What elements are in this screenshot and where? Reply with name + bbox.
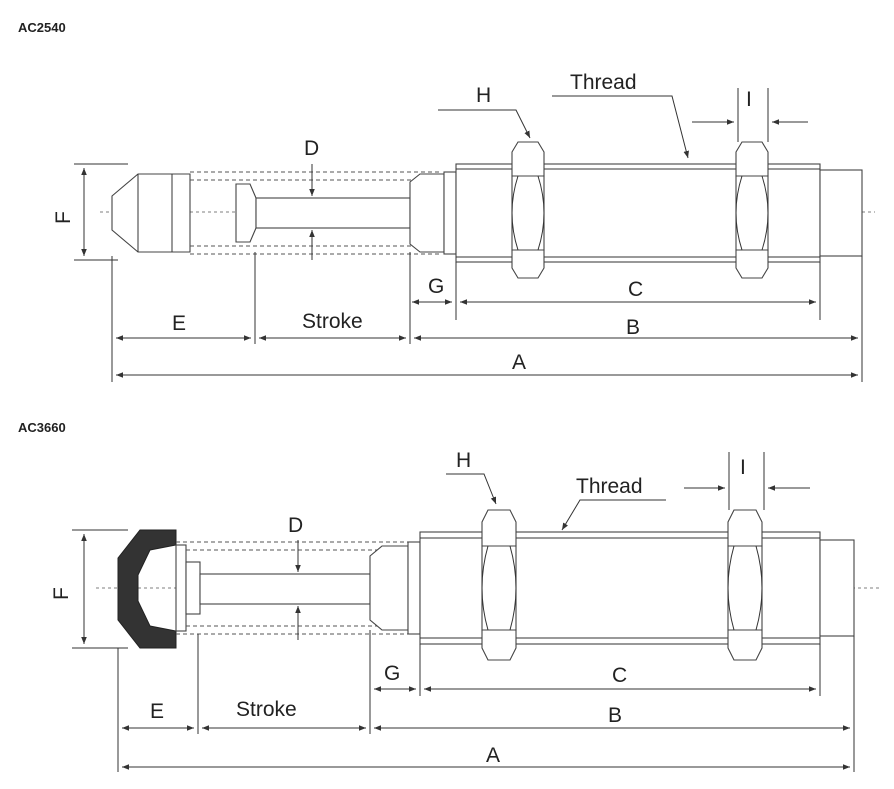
diagram-ac2540: H Thread I D F G C E Stroke B A [52,71,875,382]
model-title-ac3660: AC3660 [18,420,66,435]
front-bushing [409,173,445,253]
lock-nut-2 [735,141,769,279]
rear-end [819,539,855,637]
model-title-ac2540: AC2540 [18,20,66,35]
label-d: D [304,137,319,160]
label-f: F [50,587,73,600]
piston-rod [199,573,371,605]
lock-nut-1 [481,509,517,661]
cap-tip [111,173,191,253]
label-e: E [172,312,186,335]
rod-collar [235,183,257,243]
label-i: I [746,88,752,111]
label-b: B [608,704,622,727]
label-thread: Thread [570,71,637,94]
leader-thread [561,499,666,531]
lock-nut-1 [511,141,545,279]
piston-rod [255,197,411,229]
rear-end [819,169,863,257]
label-thread: Thread [576,475,643,498]
label-c: C [612,664,627,687]
label-i: I [740,456,746,479]
rubber-cap [117,529,177,649]
label-e: E [150,700,164,723]
label-stroke: Stroke [302,310,363,333]
diagram-ac3660: H Thread I D F G C E Stroke B A [50,449,880,772]
leader-thread [552,95,689,159]
label-h: H [476,84,491,107]
label-g: G [384,662,400,685]
leader-h [438,109,531,139]
label-a: A [486,744,500,767]
rod-collar [185,561,201,615]
label-a: A [512,351,526,374]
label-d: D [288,514,303,537]
lock-nut-2 [727,509,763,661]
label-f: F [52,211,75,224]
label-stroke: Stroke [236,698,297,721]
label-h: H [456,449,471,472]
front-bushing [369,545,409,631]
label-g: G [428,275,444,298]
label-b: B [626,316,640,339]
label-c: C [628,278,643,301]
leader-h [446,473,497,505]
